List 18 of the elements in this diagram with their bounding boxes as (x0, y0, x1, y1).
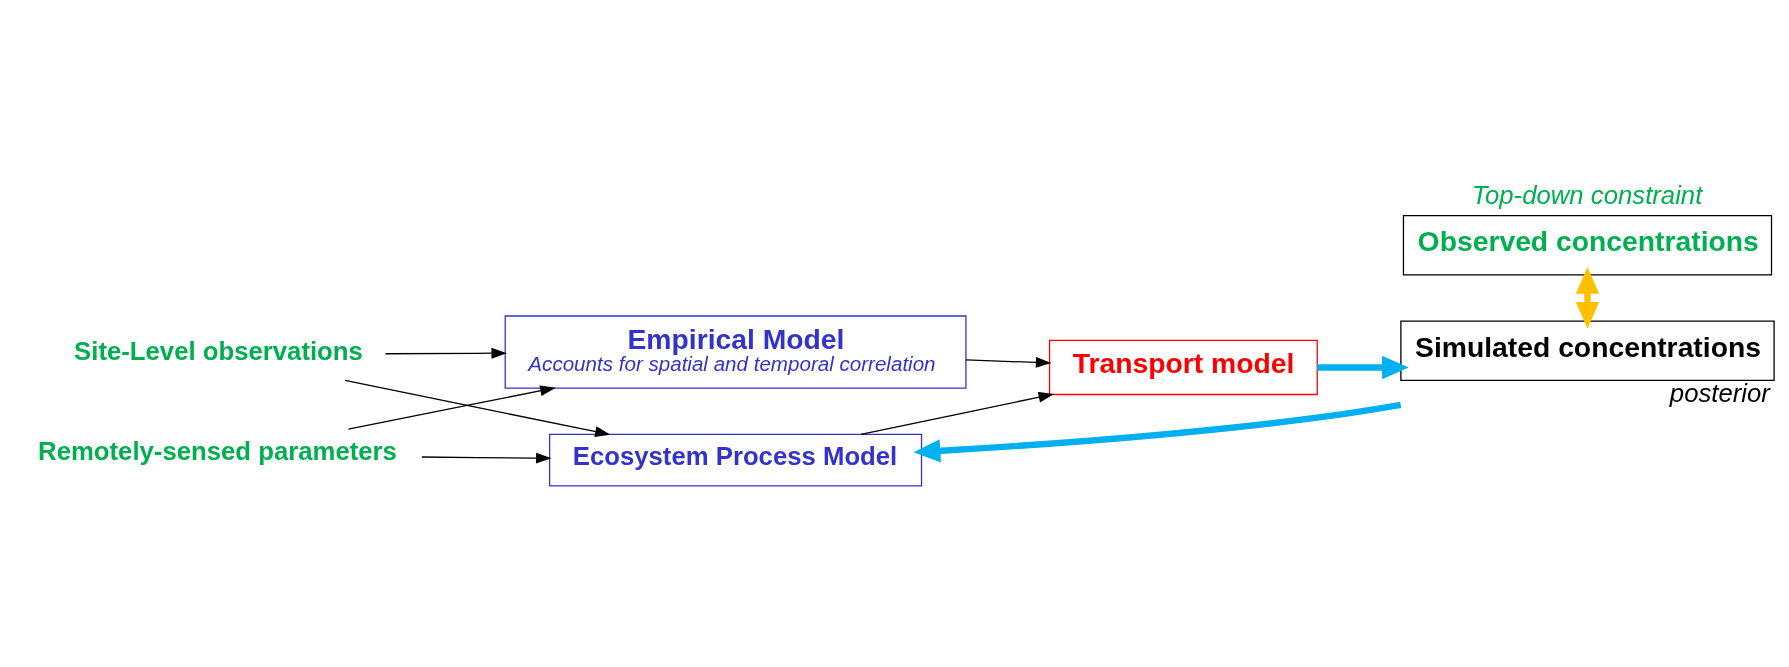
arrow (384, 347, 507, 359)
node-box: Transport model (1048, 339, 1318, 395)
node-label: Top-down constraint (1471, 180, 1703, 209)
arrow (965, 356, 1052, 368)
arrow (860, 391, 1055, 435)
node-label: posterior (1669, 378, 1770, 407)
arrow (421, 452, 552, 464)
node-text: Remotely-sensed parameters (38, 436, 397, 465)
arrow (344, 379, 611, 437)
node-box: Simulated concentrations (1400, 320, 1775, 381)
arrow (347, 384, 556, 430)
node-box: Observed concentrations (1402, 214, 1773, 275)
arrow (1317, 355, 1409, 379)
arrow (1575, 266, 1600, 329)
arrow (913, 401, 1402, 462)
node-box: Ecosystem Process Model (548, 433, 923, 486)
node-box: Empirical Model Accounts for spatial and temporal correlation (504, 314, 967, 389)
node-text: Site-Level observations (74, 336, 363, 365)
